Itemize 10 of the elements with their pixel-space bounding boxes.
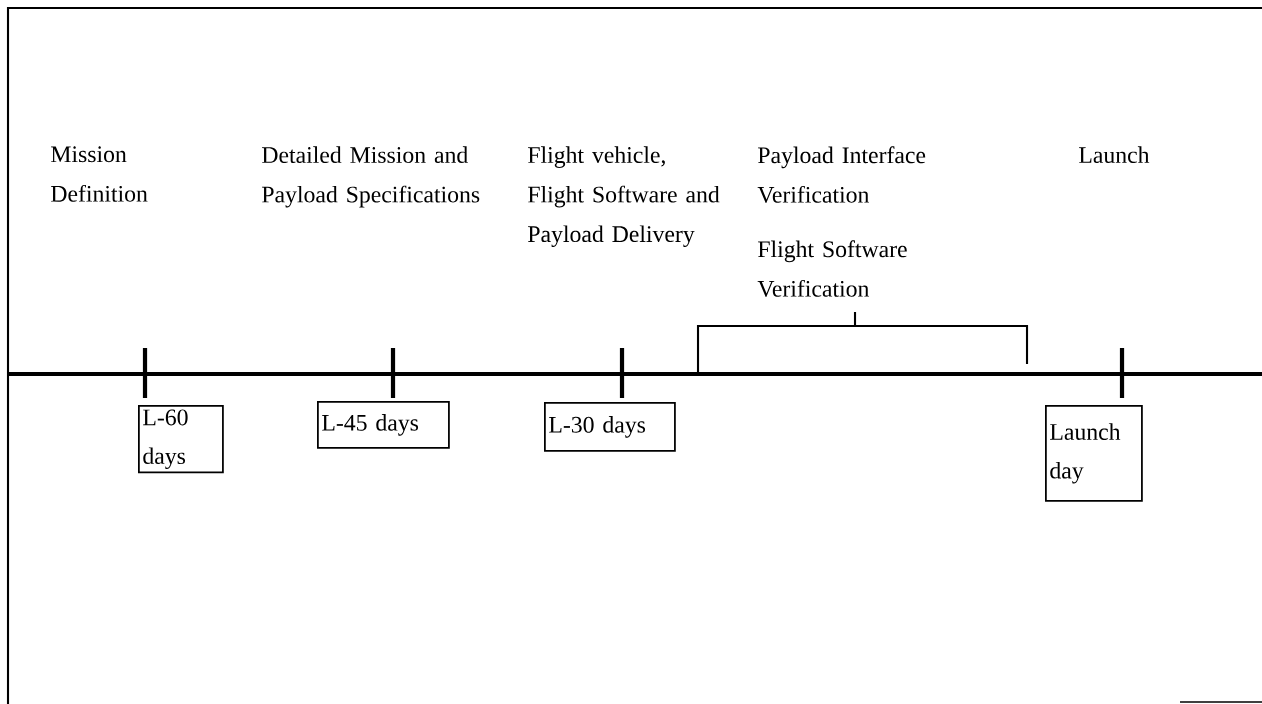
date-box: L-45 days <box>317 401 450 449</box>
date-box: L-60 days <box>138 405 224 474</box>
date-box: Launch day <box>1045 405 1143 502</box>
milestone-label: Flight Software Verification <box>757 240 907 297</box>
milestone-label: Mission Definition <box>51 146 148 202</box>
milestone-label: Flight vehicle, Flight Software and Payload Delivery <box>528 146 720 247</box>
milestone-label: Detailed Mission and Payload Specifications <box>262 146 480 208</box>
date-box: L-30 days <box>544 402 676 452</box>
milestone-label: Launch <box>1079 146 1150 164</box>
milestone-label: Payload Interface Verification <box>757 146 926 203</box>
